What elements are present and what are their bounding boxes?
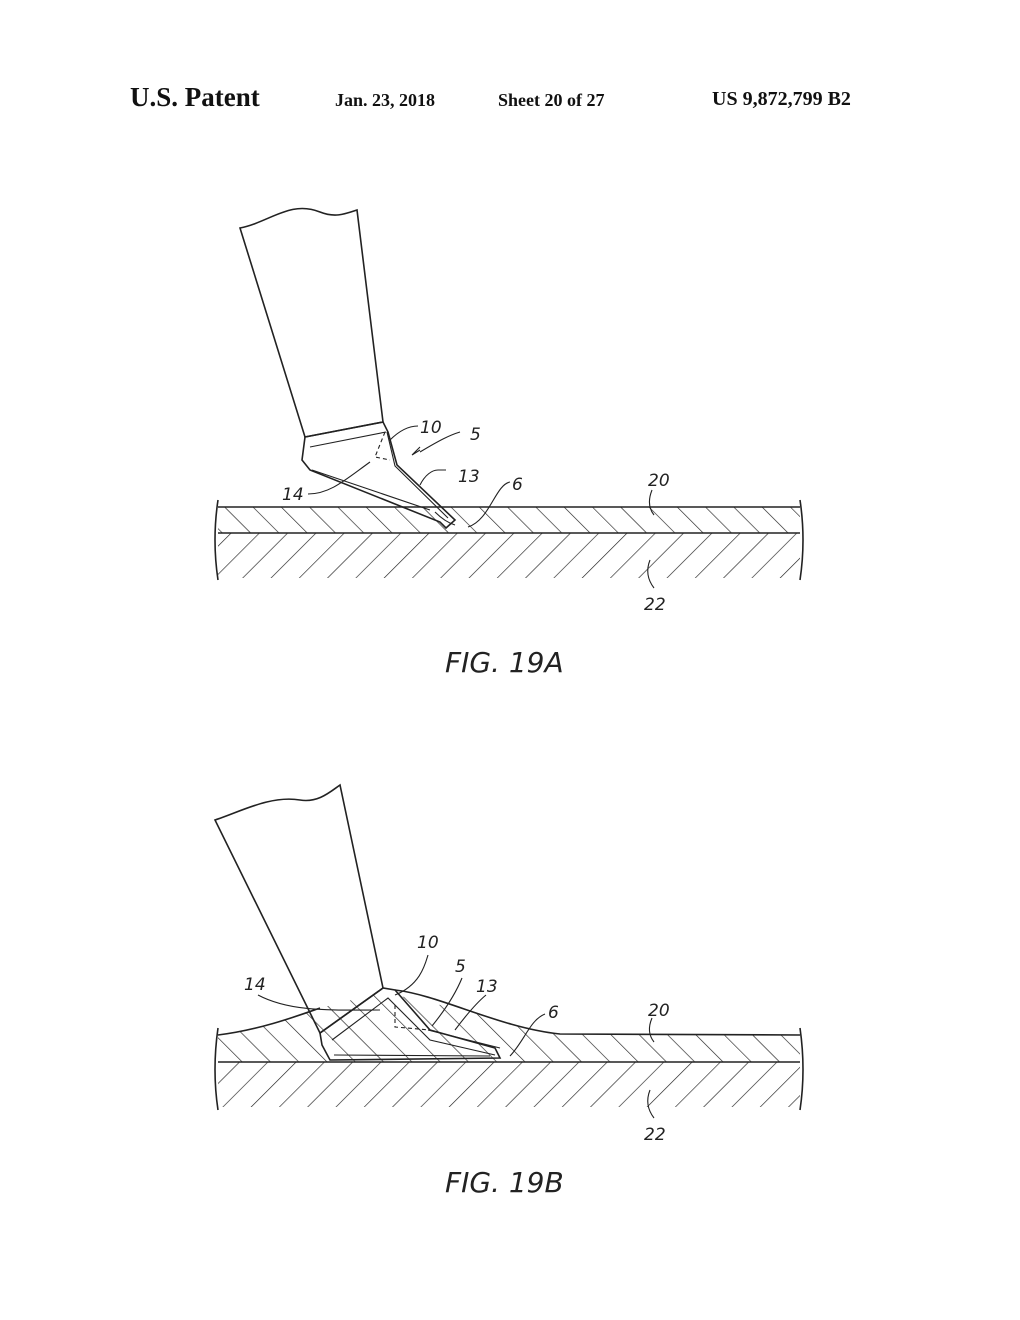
label-22: 22: [644, 1125, 666, 1145]
label-6: 6: [512, 475, 523, 495]
label-13: 13: [476, 977, 498, 997]
label-13: 13: [458, 467, 480, 487]
tissue-layer-22: [218, 533, 800, 578]
label-5: 5: [470, 425, 481, 445]
label-20: 20: [648, 1001, 670, 1021]
patent-date: Jan. 23, 2018: [335, 90, 436, 110]
label-5: 5: [455, 957, 466, 977]
patent-title: U.S. Patent: [130, 82, 260, 112]
figure-caption-19b: FIG. 19B: [445, 1166, 564, 1199]
tissue-layer-20: [218, 507, 800, 533]
patent-number: US 9,872,799 B2: [712, 88, 851, 110]
label-20: 20: [648, 471, 670, 491]
figure-19a: 10 5 13 6 14 20 22 FIG. 19A: [214, 207, 804, 679]
figure-caption-19a: FIG. 19A: [445, 646, 564, 679]
label-10: 10: [420, 418, 442, 438]
instrument-shaft: [213, 783, 502, 1061]
sheet-number: Sheet 20 of 27: [498, 90, 605, 110]
figure-19b: 10 5 13 6 14 20 22 FIG. 19B: [213, 783, 804, 1199]
label-22: 22: [644, 595, 666, 615]
tissue-layer-22: [218, 1062, 800, 1107]
label-14: 14: [282, 485, 304, 505]
label-6: 6: [548, 1003, 559, 1023]
instrument-shaft: [238, 207, 457, 530]
label-10: 10: [417, 933, 439, 953]
label-14: 14: [244, 975, 266, 995]
